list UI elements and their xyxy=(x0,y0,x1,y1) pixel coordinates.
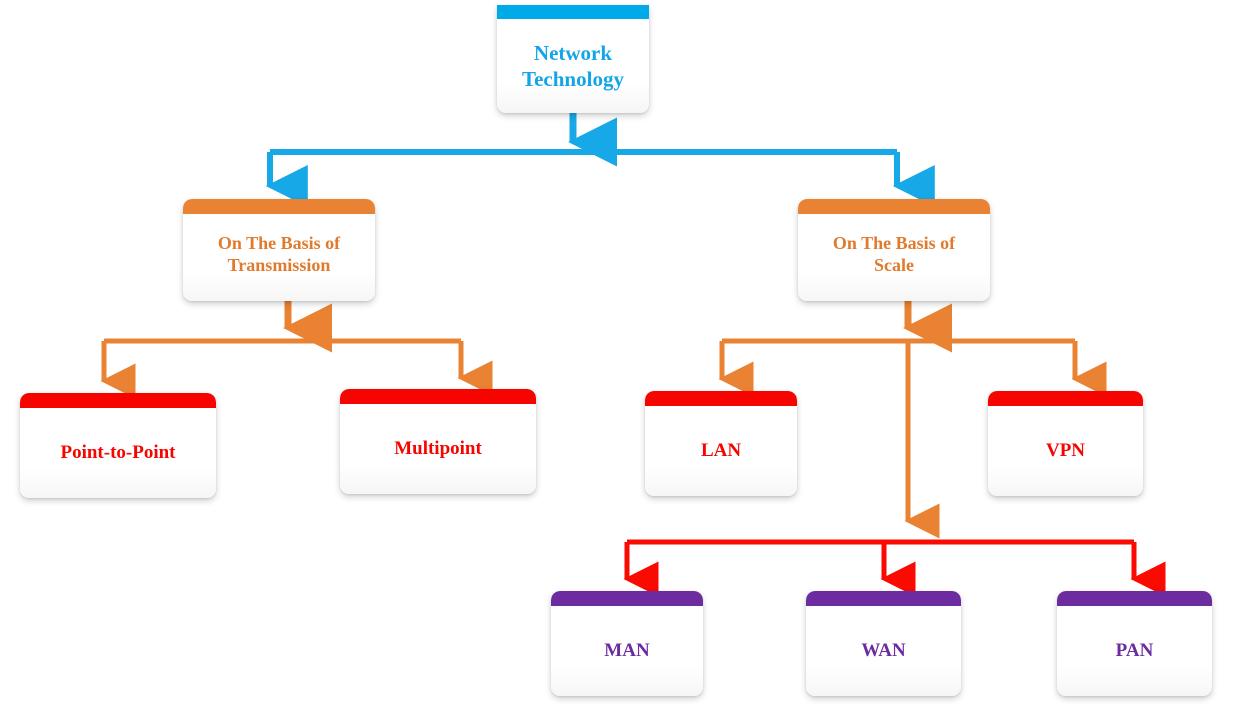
edge-root-to-level2 xyxy=(265,113,935,207)
node-header-bar xyxy=(798,199,990,214)
node-point-to-point[interactable]: Point-to-Point xyxy=(20,393,216,498)
node-header-bar xyxy=(183,199,375,214)
node-label: LAN xyxy=(700,440,742,462)
node-label: Point-to-Point xyxy=(60,442,176,464)
node-on-the-basis-of-scale[interactable]: On The Basis of Scale xyxy=(798,199,990,301)
node-label: Multipoint xyxy=(394,438,482,460)
node-header-bar xyxy=(1057,591,1212,606)
node-multipoint[interactable]: Multipoint xyxy=(340,389,536,494)
node-on-the-basis-of-transmission[interactable]: On The Basis of Transmission xyxy=(183,199,375,301)
node-label: WAN xyxy=(861,640,906,662)
node-lan[interactable]: LAN xyxy=(645,391,797,496)
node-wan[interactable]: WAN xyxy=(806,591,961,696)
node-header-bar xyxy=(988,391,1143,406)
node-man[interactable]: MAN xyxy=(551,591,703,696)
node-header-bar xyxy=(806,591,961,606)
node-vpn[interactable]: VPN xyxy=(988,391,1143,496)
node-header-bar xyxy=(645,391,797,406)
node-label: VPN xyxy=(1045,440,1086,462)
node-label: PAN xyxy=(1115,640,1154,662)
node-header-bar xyxy=(20,393,216,408)
node-label: MAN xyxy=(604,640,650,662)
node-header-bar xyxy=(551,591,703,606)
node-header-bar xyxy=(340,389,536,404)
edge-transmission-to-children xyxy=(100,301,493,399)
edge-scale-to-sizes xyxy=(623,539,1166,597)
node-header-bar xyxy=(497,5,649,19)
node-label: Network Technology xyxy=(522,40,624,91)
node-network-technology[interactable]: Network Technology xyxy=(497,5,649,113)
node-label: On The Basis of Transmission xyxy=(217,232,341,275)
node-pan[interactable]: PAN xyxy=(1057,591,1212,696)
node-label: On The Basis of Scale xyxy=(832,232,956,275)
